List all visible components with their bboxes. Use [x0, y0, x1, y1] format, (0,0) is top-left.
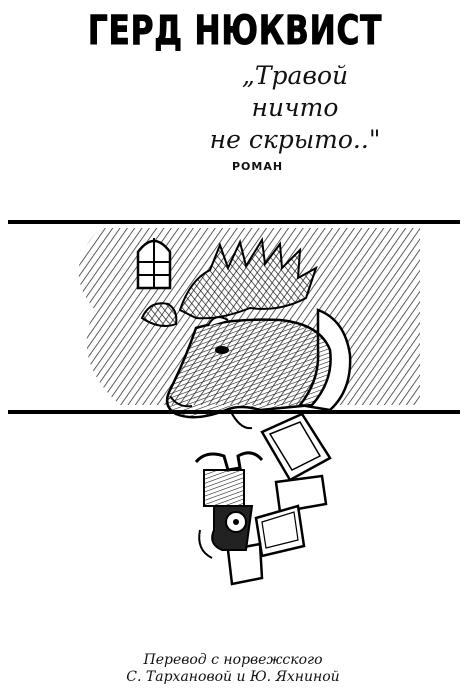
bottom-rule: [8, 410, 460, 414]
arched-window-icon: [136, 238, 172, 290]
author-name: ГЕРД НЮКВИСТ: [87, 8, 383, 55]
translation-credits: Перевод с норвежского С. Тархановой и Ю.…: [0, 652, 466, 686]
title-line-2: ничто: [251, 93, 339, 122]
genre-label: РОМАН: [232, 160, 284, 173]
title-line-1: „Травой: [241, 61, 349, 90]
credits-line-2: С. Тархановой и Ю. Яхниной: [126, 669, 340, 685]
moose-antlers: [140, 237, 318, 327]
book-title: „Травой ничто не скрыто..": [200, 60, 390, 156]
top-rule: [8, 220, 460, 224]
moose-head: [165, 316, 332, 430]
telephone-icon: [194, 451, 264, 559]
credits-line-1: Перевод с норвежского: [143, 652, 323, 668]
hanging-frames: [226, 412, 332, 586]
moose-head-illustration: [8, 220, 460, 586]
title-line-3: не скрыто..": [209, 125, 381, 154]
